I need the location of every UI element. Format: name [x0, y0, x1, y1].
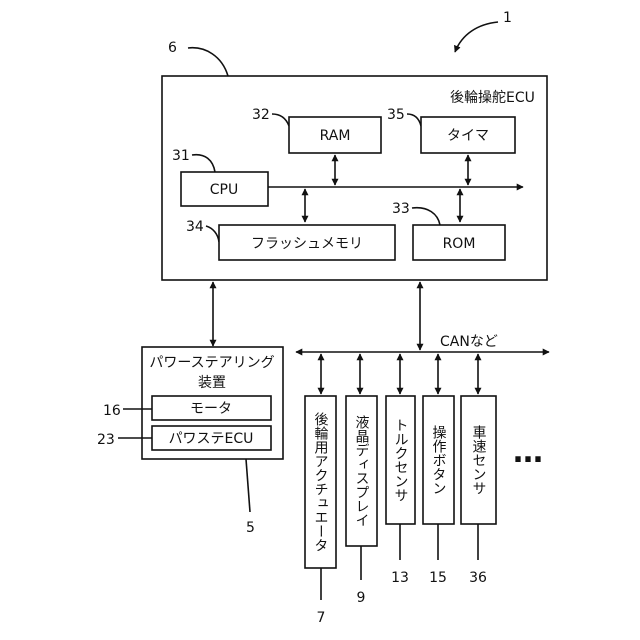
ecu-label: 後輪操舵ECU [450, 89, 535, 106]
can-bus-label: CANなど [440, 334, 498, 350]
ref-rom: 33 [392, 201, 410, 217]
ref-ecu: 6 [168, 40, 177, 56]
power-steering-label-line1: パワーステアリング [149, 355, 274, 371]
ps-ecu-label: パワステECU [169, 431, 254, 447]
more-devices-ellipsis: … [513, 435, 543, 470]
ref-ram: 32 [252, 107, 270, 123]
ref-button: 15 [429, 570, 447, 586]
ref-timer: 35 [387, 107, 405, 123]
vehicle-speed-sensor-label: 車速センサ [471, 424, 487, 495]
power-steering-label-line2: 装置 [198, 375, 226, 391]
lcd-display-label: 液晶ディスプレイ [354, 415, 370, 527]
ps-leader-line [246, 459, 250, 512]
ref-system: 1 [503, 10, 512, 26]
ref-flash: 34 [186, 219, 204, 235]
ref-cpu: 31 [172, 148, 190, 164]
ref-ps-ecu: 23 [97, 432, 115, 448]
ref-actuator: 7 [317, 610, 326, 626]
ref-torque: 13 [391, 570, 409, 586]
ref-motor: 16 [103, 403, 121, 419]
ecu-leader-line [188, 48, 228, 76]
rear-actuator-label: 後輪用アクチュエータ [313, 412, 329, 552]
rom-label: ROM [443, 236, 476, 252]
system-leader-arrow [455, 22, 498, 52]
ref-display: 9 [357, 590, 366, 606]
ref-speed: 36 [469, 570, 487, 586]
ref-ps: 5 [246, 520, 255, 536]
motor-label: モータ [190, 401, 232, 417]
torque-sensor-label: トルクセンサ [393, 418, 409, 502]
ram-label: RAM [320, 128, 351, 144]
timer-label: タイマ [447, 128, 489, 144]
cpu-label: CPU [210, 182, 238, 198]
flash-memory-label: フラッシュメモリ [251, 236, 363, 252]
operation-button-label: 操作ボタン [431, 425, 447, 495]
